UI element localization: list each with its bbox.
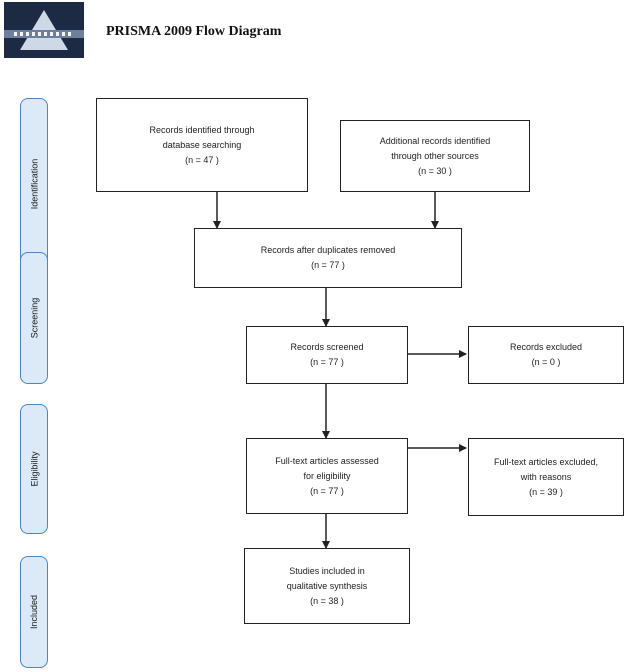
box-after-duplicates: Records after duplicates removed (n = 77…: [194, 228, 462, 288]
box-line: Records identified through: [149, 124, 255, 135]
box-fulltext-assessed: Full-text articles assessed for eligibil…: [246, 438, 408, 514]
box-line: for eligibility: [303, 470, 351, 481]
stage-included: Included: [20, 556, 48, 668]
box-records-identified-database: Records identified through database sear…: [96, 98, 308, 192]
box-line: Studies included in: [289, 565, 365, 576]
box-line: Records excluded: [509, 342, 583, 352]
box-line: qualitative synthesis: [286, 580, 368, 591]
box-line: Records screened: [290, 342, 364, 352]
stage-eligibility: Eligibility: [20, 404, 48, 534]
stage-identification: Identification: [20, 98, 48, 270]
box-line: (n = 38 ): [310, 595, 344, 606]
box-additional-records: Additional records identified through ot…: [340, 120, 530, 192]
box-line: through other sources: [391, 150, 479, 161]
stage-screening: Screening: [20, 252, 48, 384]
box-line: (n = 77 ): [310, 357, 344, 367]
page-title: PRISMA 2009 Flow Diagram: [106, 24, 282, 39]
box-line: Full-text articles excluded,: [493, 456, 599, 467]
box-line: database searching: [162, 139, 242, 150]
prisma-logo: [4, 2, 84, 58]
box-line: (n = 30 ): [418, 165, 452, 176]
box-line: with reasons: [520, 471, 572, 482]
box-line: (n = 39 ): [529, 486, 563, 497]
box-line: (n = 0 ): [531, 357, 561, 367]
box-line: (n = 77 ): [310, 485, 344, 496]
box-line: (n = 77 ): [311, 260, 345, 270]
box-records-excluded: Records excluded (n = 0 ): [468, 326, 624, 384]
box-studies-included: Studies included in qualitative synthesi…: [244, 548, 410, 624]
box-line: Additional records identified: [379, 135, 491, 146]
box-line: Records after duplicates removed: [260, 245, 396, 255]
box-fulltext-excluded: Full-text articles excluded, with reason…: [468, 438, 624, 516]
box-line: (n = 47 ): [185, 154, 219, 165]
box-records-screened: Records screened (n = 77 ): [246, 326, 408, 384]
box-line: Full-text articles assessed: [275, 455, 379, 466]
